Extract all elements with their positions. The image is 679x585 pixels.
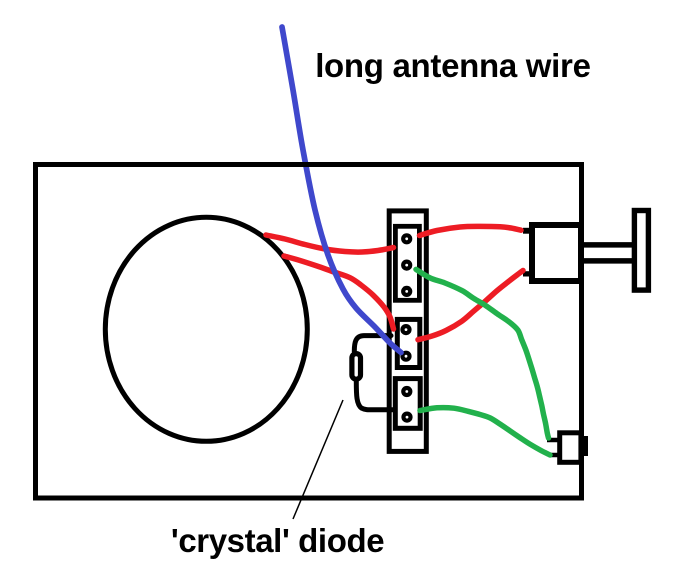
svg-text:long antenna wire: long antenna wire (315, 47, 590, 84)
svg-text:'crystal' diode: 'crystal' diode (171, 522, 384, 559)
